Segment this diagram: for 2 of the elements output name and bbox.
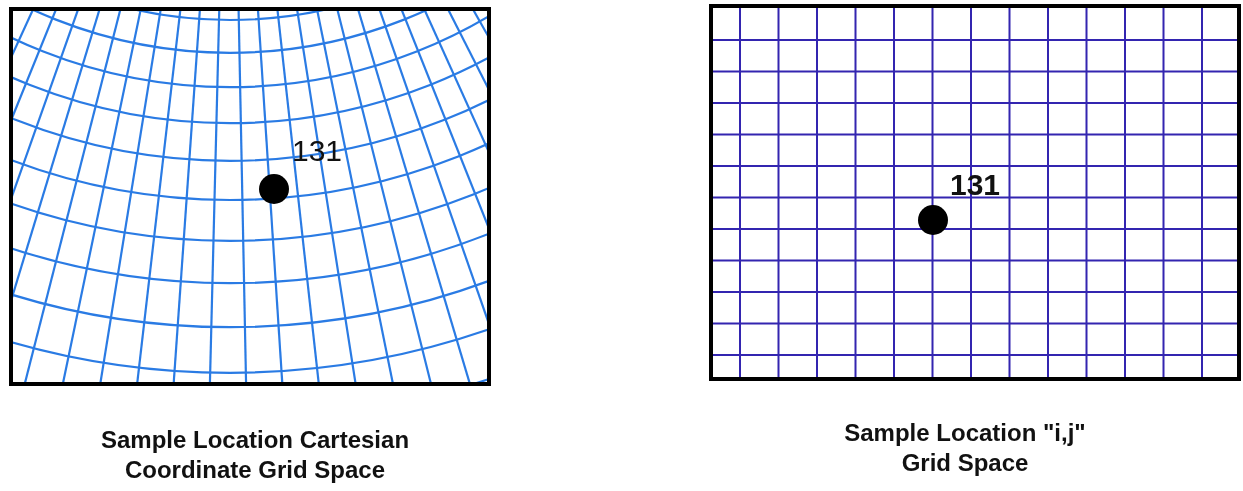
caption: Sample Location Cartesian Coordinate Grid Space [99,425,411,485]
caption: Sample Location "i,j" Grid Space [843,418,1087,478]
